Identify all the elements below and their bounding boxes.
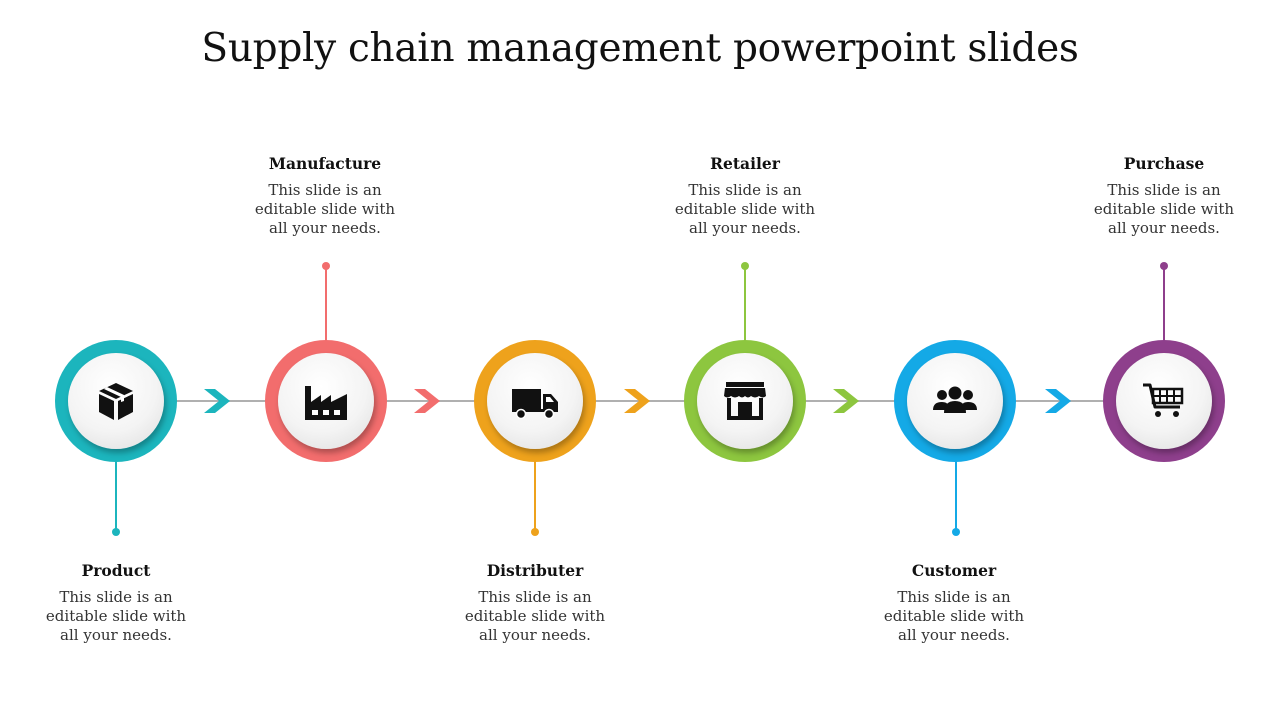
chevron-right-icon	[833, 389, 859, 413]
step-description: This slide is an editable slide with all…	[1093, 181, 1235, 237]
step-label-manufacture: Manufacture This slide is an editable sl…	[235, 154, 415, 238]
step-node-retailer[interactable]	[684, 340, 806, 462]
step-description: This slide is an editable slide with all…	[45, 588, 187, 644]
step-heading: Manufacture	[268, 154, 382, 173]
connector-purchase	[1163, 266, 1165, 342]
step-label-distributer: Distributer This slide is an editable sl…	[445, 561, 625, 645]
store-icon	[724, 382, 766, 420]
step-description: This slide is an editable slide with all…	[254, 181, 396, 237]
step-description: This slide is an editable slide with all…	[464, 588, 606, 644]
step-description: This slide is an editable slide with all…	[674, 181, 816, 237]
box-icon	[99, 383, 133, 420]
connector-product	[115, 460, 117, 530]
connector-distributer	[534, 460, 536, 530]
step-label-retailer: Retailer This slide is an editable slide…	[655, 154, 835, 238]
step-description: This slide is an editable slide with all…	[883, 588, 1025, 644]
connector-retailer	[744, 266, 746, 342]
step-node-customer[interactable]	[894, 340, 1016, 462]
step-heading: Purchase	[1123, 154, 1205, 173]
users-icon	[933, 386, 977, 413]
page-title: Supply chain management powerpoint slide…	[201, 26, 1079, 71]
chevron-right-icon	[414, 389, 440, 413]
step-node-distributer[interactable]	[474, 340, 596, 462]
chevron-right-icon	[1045, 389, 1071, 413]
connector-dot-customer	[952, 528, 960, 536]
step-node-manufacture[interactable]	[265, 340, 387, 462]
factory-icon	[305, 386, 347, 420]
connector-customer	[955, 460, 957, 530]
step-label-product: Product This slide is an editable slide …	[26, 561, 206, 645]
step-node-purchase[interactable]	[1103, 340, 1225, 462]
chevron-right-icon	[624, 389, 650, 413]
connector-manufacture	[325, 266, 327, 342]
step-heading: Customer	[911, 561, 997, 580]
connector-dot-product	[112, 528, 120, 536]
truck-icon	[512, 389, 558, 420]
step-heading: Retailer	[710, 154, 780, 173]
connector-dot-distributer	[531, 528, 539, 536]
step-label-customer: Customer This slide is an editable slide…	[864, 561, 1044, 645]
chevron-right-icon	[204, 389, 230, 413]
step-heading: Product	[81, 561, 151, 580]
step-label-purchase: Purchase This slide is an editable slide…	[1074, 154, 1254, 238]
step-heading: Distributer	[486, 561, 584, 580]
cart-icon	[1143, 383, 1184, 417]
step-node-product[interactable]	[55, 340, 177, 462]
